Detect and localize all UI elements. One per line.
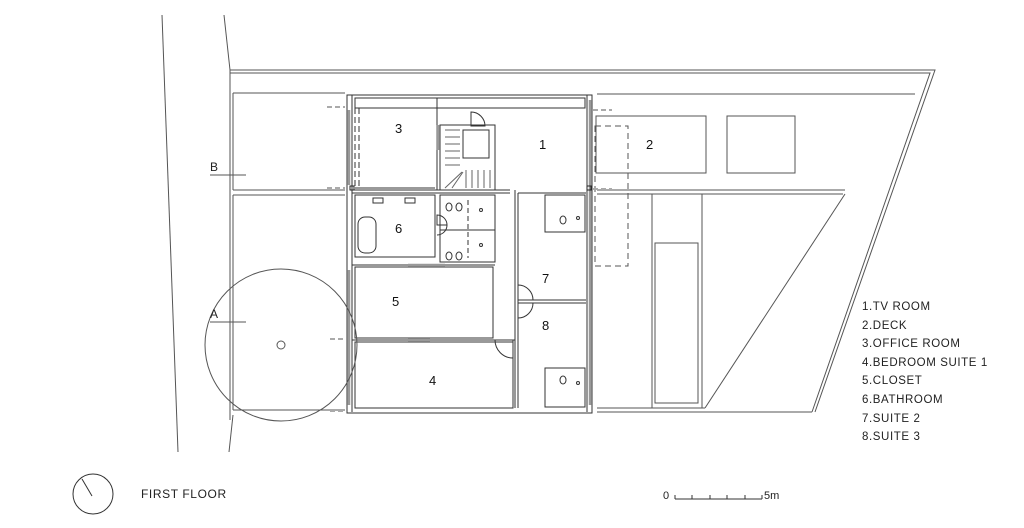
room-number-1: 1 xyxy=(539,137,547,152)
legend-item: 6.BATHROOM xyxy=(862,393,944,406)
legend-item: 8.SUITE 3 xyxy=(862,431,921,444)
scale-start-label: 0 xyxy=(663,490,670,502)
room-number-3: 3 xyxy=(395,121,403,136)
room-number-4: 4 xyxy=(429,373,437,388)
room-legend: 1.TV ROOM 2.DECK 3.OFFICE ROOM 4.BEDROOM… xyxy=(862,298,988,447)
scale-end-label: 5m xyxy=(764,490,780,502)
section-marker-b: B xyxy=(210,160,219,174)
room-number-6: 6 xyxy=(395,221,403,236)
legend-item: 2.DECK xyxy=(862,319,908,332)
north-arrow-icon xyxy=(72,473,114,515)
legend-item: 7.SUITE 2 xyxy=(862,412,921,425)
drawing-title: FIRST FLOOR xyxy=(141,487,227,501)
room-number-2: 2 xyxy=(646,137,654,152)
legend-item: 3.OFFICE ROOM xyxy=(862,338,961,351)
legend-item: 4.BEDROOM SUITE 1 xyxy=(862,356,988,369)
room-number-8: 8 xyxy=(542,318,550,333)
room-number-5: 5 xyxy=(392,294,400,309)
room-number-7: 7 xyxy=(542,271,550,286)
site-boundary-line xyxy=(161,14,179,453)
section-marker-a: A xyxy=(210,307,219,321)
legend-item: 1.TV ROOM xyxy=(862,301,931,313)
scale-bar xyxy=(674,495,763,500)
legend-item: 5.CLOSET xyxy=(862,375,923,388)
